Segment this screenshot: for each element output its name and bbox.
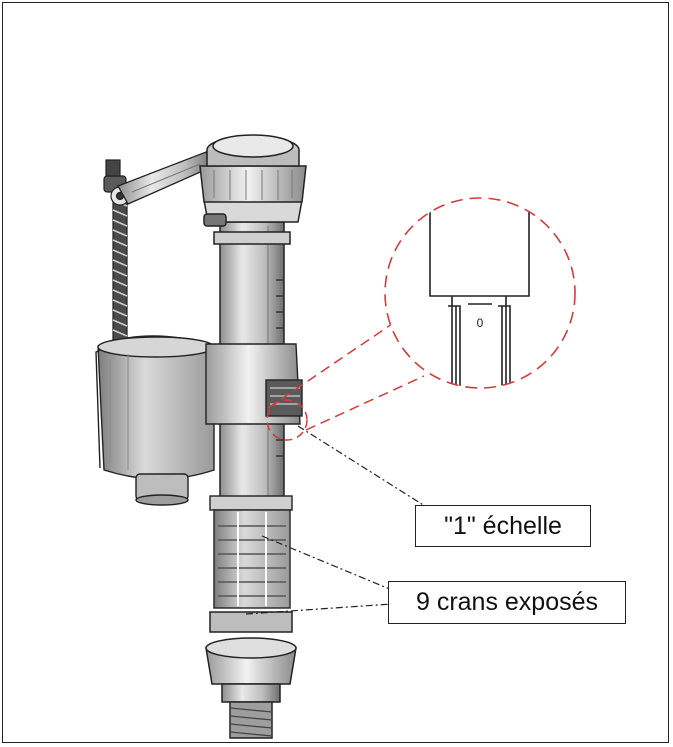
telescopic-section — [209, 495, 293, 609]
zoom-scale-mark: 0 — [477, 316, 484, 330]
zoom-connector — [267, 323, 425, 431]
base-fitting — [205, 611, 297, 739]
callout-notches-label: 9 crans exposés — [388, 581, 626, 624]
leader-lines — [245, 425, 429, 615]
callout-scale-label: "1" échelle — [415, 505, 591, 547]
highlight-circle-small — [266, 399, 308, 441]
top-cap — [199, 134, 307, 227]
clip-collar — [205, 343, 303, 425]
lever-arm — [117, 151, 215, 205]
float-cup — [95, 335, 215, 506]
zoom-detail: 0 — [384, 197, 576, 389]
